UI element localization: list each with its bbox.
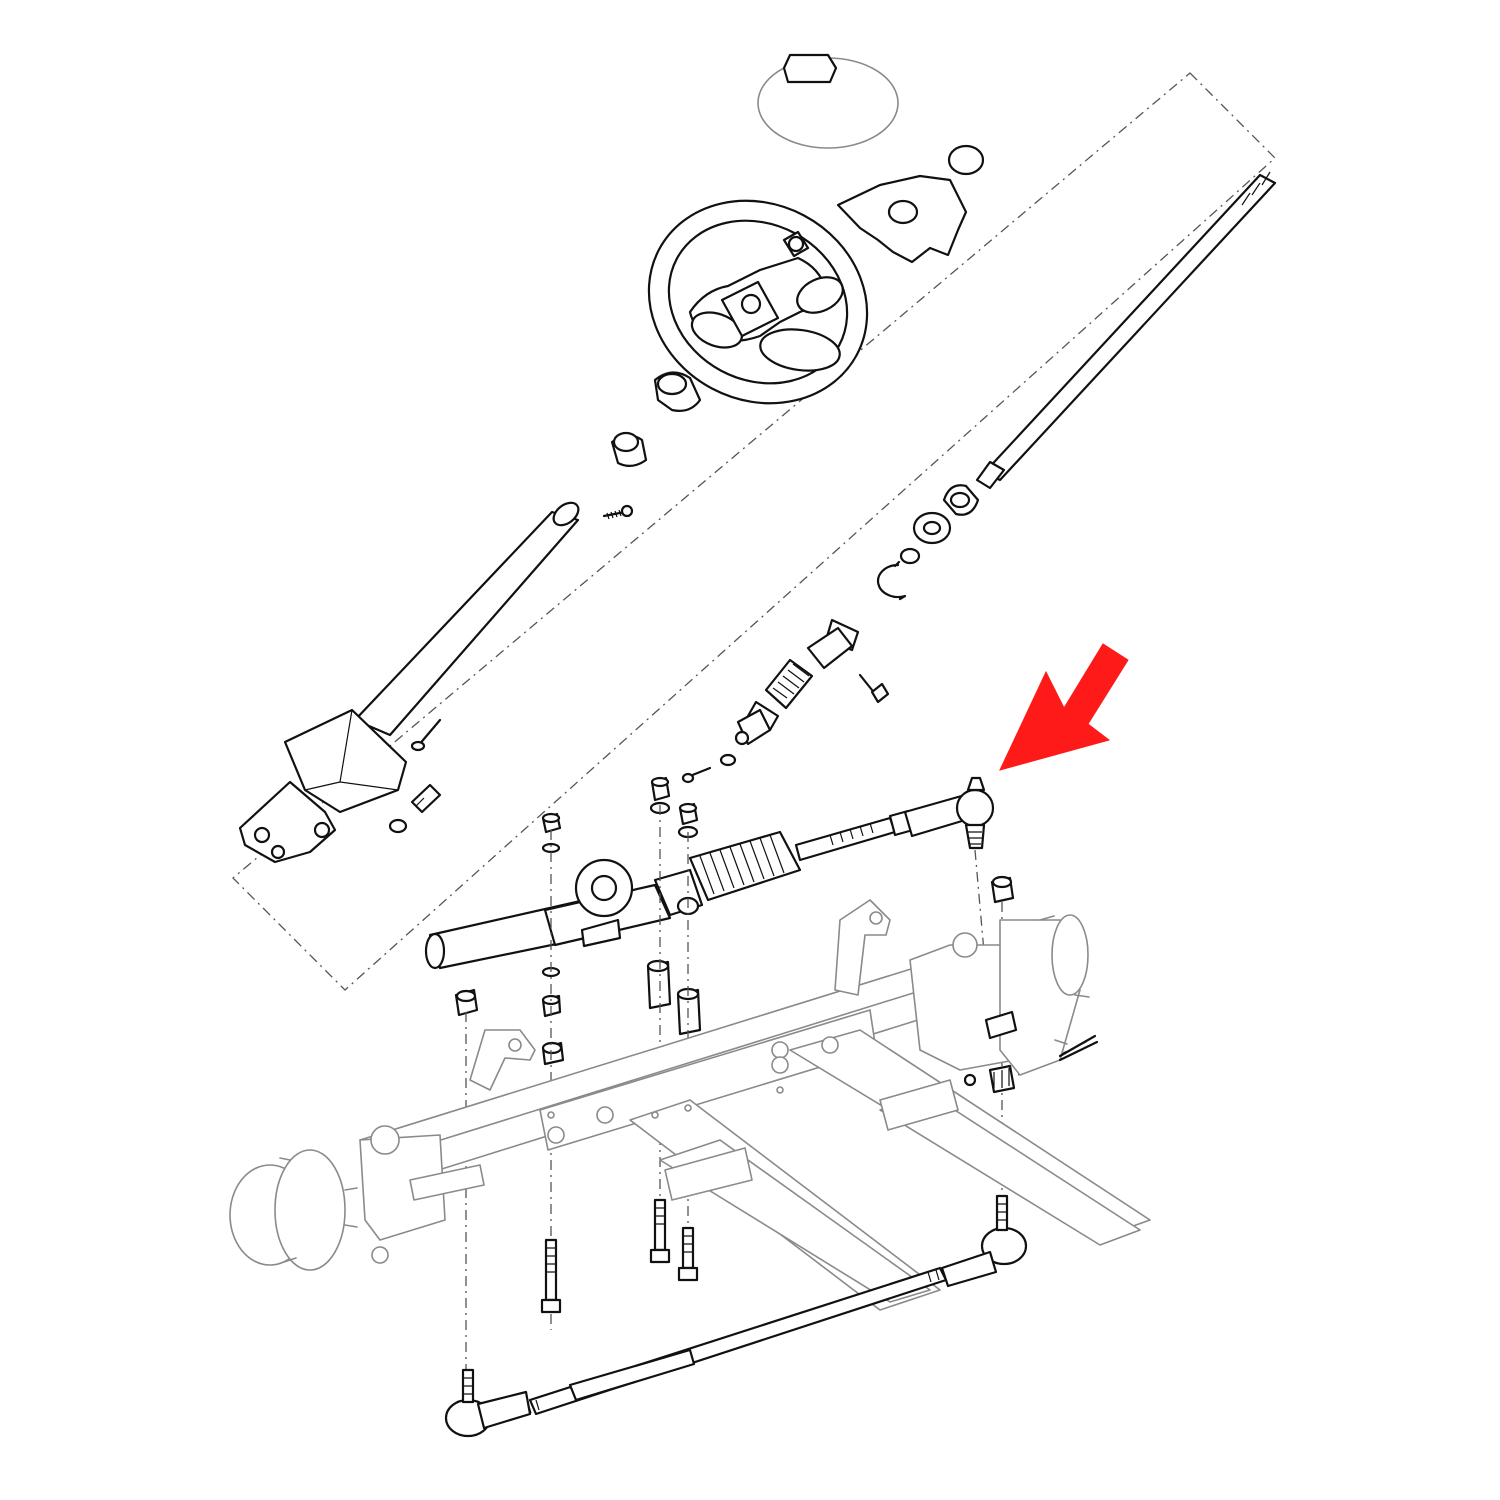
shaft-washer-small [899,547,921,565]
spindle-nut-cotter [963,1010,1099,1094]
bracket-pin [410,718,442,752]
lower-tie-rod [519,1266,948,1417]
uj-lower-bolt [681,753,737,784]
spring-bolts-nuts [547,1036,839,1144]
lower-mount-bolts [540,1198,699,1314]
emblem-disc [947,144,985,176]
column-bushing [610,431,648,467]
wheel-center-cap [836,174,968,264]
horn-pad-cover [757,53,899,149]
column-hub-bearing [653,371,702,412]
rack-mount-nuts [454,776,1015,1017]
bracket-washer [388,818,408,834]
shaft-seal [942,484,980,516]
left-spindle-hub [229,1125,485,1271]
shaft-bushing [912,511,952,545]
steering-column-tube [353,501,580,737]
tie-rod-end-left [444,1368,532,1438]
column-mount-bracket [238,708,408,864]
highlight-arrow [999,643,1129,771]
column-screw [602,504,634,520]
right-spindle-hub [909,914,1090,1076]
snap-ring [877,560,907,601]
universal-joint-shaft [734,618,860,746]
frame-brackets [469,899,891,1091]
column-group-boundary [232,72,1276,991]
tie-rod-end-right [940,1194,1028,1288]
leaf-spring [629,1029,1151,1311]
steering-wheel [647,199,869,405]
steering-shaft [975,171,1277,490]
inner-tie-rod [794,809,915,862]
steering-rack [424,858,704,970]
bracket-bolt [410,783,442,814]
rack-boot [688,830,802,902]
tie-rod-end-highlighted [903,776,995,850]
uj-pinch-bolt [858,673,890,704]
